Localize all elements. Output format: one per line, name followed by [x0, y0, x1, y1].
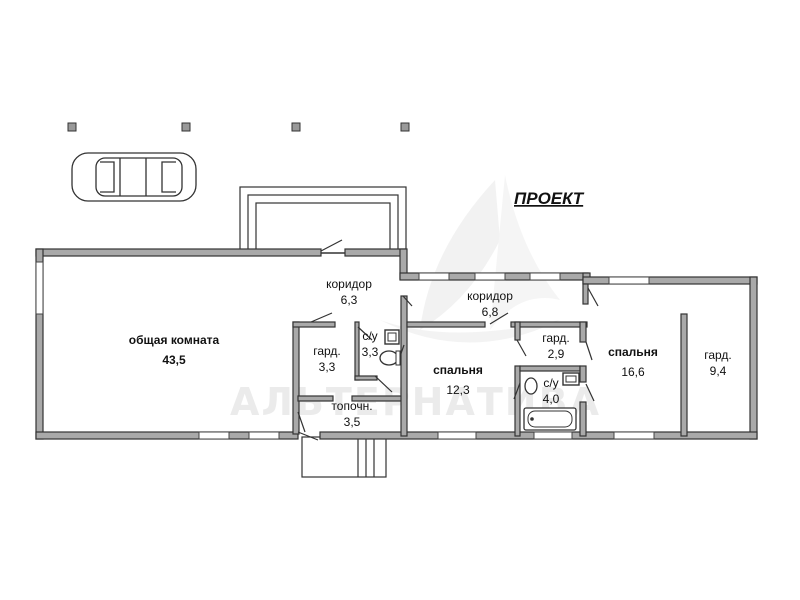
column-marker-icon	[400, 122, 410, 132]
sink-icon	[562, 372, 580, 386]
room-label-bedroom-2: спальня 16,6	[608, 345, 658, 379]
room-area: 4,0	[543, 392, 560, 406]
room-name: гард.	[542, 331, 570, 345]
room-area: 12,3	[446, 383, 470, 397]
room-label-closet-3: гард. 9,4	[704, 348, 732, 378]
toilet-icon	[379, 350, 401, 366]
interior-walls	[292, 283, 688, 437]
car-icon	[71, 152, 197, 202]
room-label-closet-1: гард. 3,3	[313, 344, 341, 374]
bathtub-icon	[523, 407, 577, 431]
room-name: коридор	[326, 277, 372, 291]
room-label-bedroom-1: спальня 12,3	[433, 363, 483, 397]
room-area: 3,3	[319, 360, 336, 374]
entrance-steps	[301, 436, 387, 478]
room-name: гард.	[313, 344, 341, 358]
room-name: спальня	[433, 363, 483, 377]
room-area: 16,6	[621, 365, 645, 379]
room-label-bathroom-1: с/у 3,3	[362, 329, 379, 359]
room-area: 9,4	[710, 364, 727, 378]
toilet-icon	[524, 377, 538, 395]
room-area: 43,5	[162, 353, 186, 367]
room-name: общая комната	[129, 333, 220, 347]
room-label-bathroom-2: с/у 4,0	[543, 376, 560, 406]
room-area: 6,8	[482, 305, 499, 319]
room-label-corridor-1: коридор 6,3	[326, 277, 372, 307]
room-label-corridor-2: коридор 6,8	[467, 289, 513, 319]
room-area: 6,3	[341, 293, 358, 307]
room-area: 2,9	[548, 347, 565, 361]
room-label-boiler: топочн. 3,5	[331, 399, 372, 429]
room-name: с/у	[543, 376, 558, 390]
room-label-living: общая комната 43,5	[129, 333, 220, 367]
room-area: 3,3	[362, 345, 379, 359]
windows	[35, 261, 655, 440]
column-marker-icon	[291, 122, 301, 132]
terrace	[239, 186, 407, 254]
room-name: спальня	[608, 345, 658, 359]
room-name: коридор	[467, 289, 513, 303]
column-marker-icon	[67, 122, 77, 132]
room-label-closet-2: гард. 2,9	[542, 331, 570, 361]
doors	[297, 239, 599, 441]
room-area: 3,5	[344, 415, 361, 429]
room-name: топочн.	[331, 399, 372, 413]
sink-icon	[384, 329, 400, 345]
plan-title: ПРОЕКТ	[514, 189, 585, 208]
column-marker-icon	[181, 122, 191, 132]
room-name: гард.	[704, 348, 732, 362]
room-name: с/у	[362, 329, 377, 343]
